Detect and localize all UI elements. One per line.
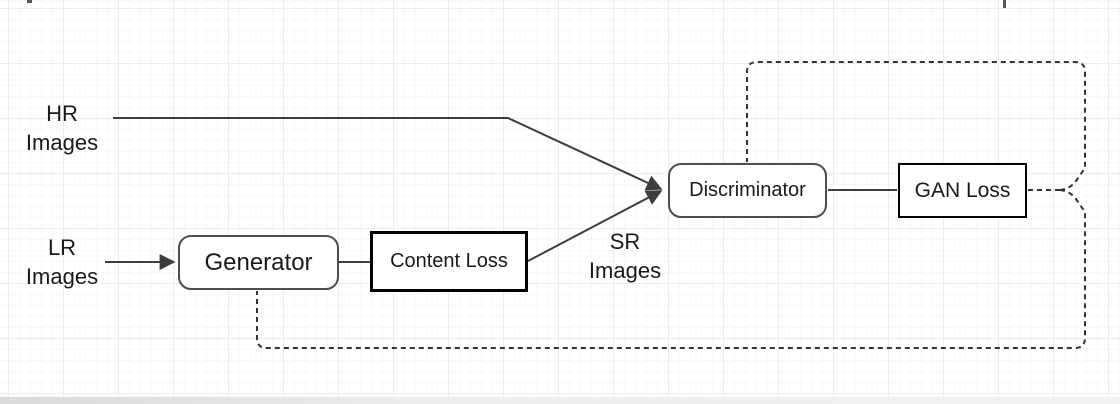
edge-hr-to-discriminator[interactable] <box>113 117 663 191</box>
node-gan-loss[interactable]: GAN Loss <box>898 163 1027 218</box>
node-content-loss-label: Content Loss <box>390 250 508 272</box>
label-sr-line1: SR <box>609 229 641 254</box>
label-lr-line2: Images <box>25 264 99 289</box>
canvas-edge-artifact-right <box>1003 0 1006 8</box>
label-sr-line2: Images <box>588 258 662 283</box>
node-gan-loss-label: GAN Loss <box>914 178 1011 202</box>
edge-content-loss-to-discriminator[interactable] <box>527 190 663 262</box>
edge-gan-loss-to-discriminator-feedback[interactable] <box>746 61 1086 191</box>
label-lr-images[interactable]: LR Images <box>10 233 114 291</box>
horizontal-scrollbar[interactable] <box>0 397 1120 404</box>
label-hr-line2: Images <box>25 130 99 155</box>
canvas-edge-artifact-left <box>27 0 32 3</box>
edge-gan-loss-to-generator-feedback[interactable] <box>256 189 1086 349</box>
label-hr-images[interactable]: HR Images <box>10 99 114 157</box>
label-hr-line1: HR <box>46 101 78 126</box>
label-lr-line1: LR <box>47 235 77 260</box>
label-sr-images[interactable]: SR Images <box>573 227 677 285</box>
node-discriminator-label: Discriminator <box>689 179 806 201</box>
node-generator-label: Generator <box>204 248 313 276</box>
node-generator[interactable]: Generator <box>178 235 339 290</box>
node-discriminator[interactable]: Discriminator <box>668 163 827 218</box>
node-content-loss[interactable]: Content Loss <box>370 231 528 292</box>
